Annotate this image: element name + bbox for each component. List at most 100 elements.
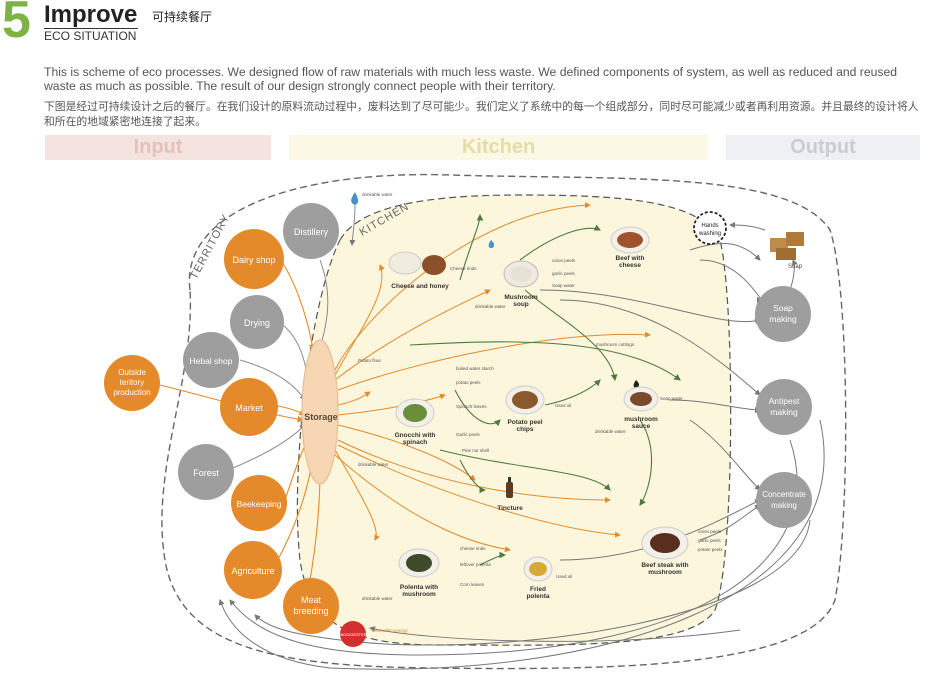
dish-fried-polenta: Fried polenta <box>523 556 553 600</box>
dish-fried-polenta-label-1: Fried <box>530 586 546 593</box>
ingredient-label: Used oil <box>555 403 571 408</box>
dish-beef-steak: Beef steak with mushroom <box>641 526 689 576</box>
water-drop-icon <box>351 192 358 205</box>
renewable-energy-label: renewable energy <box>372 628 409 633</box>
dish-beef-steak-label-1: Beef steak with <box>641 562 688 569</box>
ingredient-label: Garlic peels <box>456 432 481 437</box>
beekeeping-node <box>231 475 287 531</box>
ingredient-label: onion peels <box>698 529 722 534</box>
ingredient-label: boiled water starch <box>456 366 494 371</box>
hands-washing-node <box>693 211 727 245</box>
ingredient-label: garlic peels <box>698 538 722 543</box>
soap-making-label-2: making <box>769 314 797 324</box>
intro-text-cn: 下图是经过可持续设计之后的餐厅。在我们设计的原料流动过程中，废料达到了尽可能少。… <box>44 100 919 128</box>
dish-polenta-label-1: Polenta with <box>400 584 438 591</box>
ingredient-label: Potato flour <box>358 358 382 363</box>
ingredient-label: drinkable water <box>475 304 506 309</box>
forest-node <box>178 444 234 500</box>
dish-mushroom-sauce-label-1: mushroom <box>624 416 658 423</box>
ingredient-label: potato peels <box>456 380 481 385</box>
dish-tincture: Tincture <box>497 477 523 512</box>
water-drop-icon <box>633 380 639 389</box>
concentrate-making-node <box>756 472 812 528</box>
dish-gnocchi: Gnocchi with spinach <box>395 398 436 446</box>
dish-gnocchi-label-2: spinach <box>403 439 428 446</box>
section-output-band: Output <box>726 135 920 160</box>
soap-label: Soap <box>788 264 803 270</box>
dish-beef-cheese: Beef with cheese <box>610 226 650 269</box>
market-label: Market <box>235 403 263 413</box>
drying-node <box>230 295 284 349</box>
dish-beef-steak-label-2: mushroom <box>648 569 682 576</box>
hands-washing-label-1: Hands <box>701 223 718 229</box>
antipest-making-label-1: Antipest <box>769 396 800 406</box>
market-node <box>220 378 278 436</box>
dish-gnocchi-label-1: Gnocchi with <box>395 432 436 439</box>
section-number: 5 <box>2 0 31 49</box>
storage-label: Storage <box>304 412 338 422</box>
outside-production-node <box>104 355 160 411</box>
concentrate-making-label-1: Concentrate <box>762 490 806 499</box>
soap-making-label-1: Soap <box>773 303 793 313</box>
distillery-node <box>283 203 339 259</box>
soap-bars-icon <box>770 232 804 260</box>
meat-breeding-node <box>283 578 339 634</box>
ingredient-label: Soap water <box>552 283 575 288</box>
dish-polenta: Polenta with mushroom <box>398 548 440 598</box>
dish-potato-chips-label-1: Potato peel <box>507 419 542 426</box>
soap-making-node <box>755 286 811 342</box>
ingredient-label: onion peels <box>552 258 576 263</box>
dairy-shop-label: Dairy shop <box>232 255 275 265</box>
storage-node <box>301 339 339 485</box>
meat-breeding-label-1: Meat <box>301 595 322 605</box>
ingredient-label: garlic peels <box>552 271 576 276</box>
ingredient-label: cheese rinds <box>460 546 486 551</box>
dish-beef-cheese-label-2: cheese <box>619 262 641 269</box>
page-title: Improve <box>44 1 138 28</box>
reuse-flows <box>409 213 681 566</box>
distillery-label: Distillery <box>294 227 329 237</box>
outside-production-label-2: teritory <box>120 378 144 387</box>
territory-boundary <box>161 173 847 670</box>
dish-mushroom-sauce: mushroom sauce <box>623 386 659 430</box>
section-input-band: Input <box>45 135 271 160</box>
ingredient-label: Used oil <box>556 574 572 579</box>
hands-washing-label-2: washing <box>698 231 721 237</box>
intro-text-en: This is scheme of eco processes. We desi… <box>44 65 898 93</box>
drying-label: Drying <box>244 318 270 328</box>
biodigester-label: BIODIGESTER <box>339 632 366 637</box>
dish-tincture-label: Tincture <box>497 505 523 512</box>
dairy-shop-node <box>224 229 284 289</box>
antipest-making-node <box>756 379 812 435</box>
ingredient-label: Spinach leaves <box>456 404 487 409</box>
page-title-cn: 可持续餐厅 <box>152 10 213 24</box>
dish-mushroom-soup-label-1: Mushroom <box>504 294 537 301</box>
antipest-making-label-2: making <box>770 407 798 417</box>
beekeeping-label: Beekeeping <box>237 499 282 509</box>
section-kitchen-band: Kitchen <box>289 135 708 160</box>
dish-beef-cheese-label-1: Beef with <box>616 255 645 262</box>
ingredient-label: Pine nut shell <box>462 448 489 453</box>
ingredient-label: drinkable water <box>358 462 389 467</box>
ingredient-label: Cheese rinds <box>450 266 477 271</box>
dish-mushroom-sauce-label-2: sauce <box>632 423 651 430</box>
page-subtitle: ECO SITUATION <box>44 29 137 43</box>
agriculture-node <box>224 541 282 599</box>
ingredient-label: drinkable water <box>595 429 626 434</box>
forest-label: Forest <box>193 468 219 478</box>
ingredient-label: Corn leaves <box>460 582 485 587</box>
agriculture-label: Agriculture <box>231 566 274 576</box>
outside-production-label-3: production <box>113 388 150 397</box>
dish-cheese-honey-label: Cheese and honey <box>391 283 449 290</box>
ingredient-label: mushroom cuttings <box>596 342 635 347</box>
ingredient-labels: drinkable water Cheese rinds onion peels… <box>358 192 723 601</box>
dish-potato-chips-label-2: chips <box>517 426 534 433</box>
herbal-shop-label: Hebal shop <box>189 356 232 366</box>
ingredient-label: Soap water <box>660 396 683 401</box>
ingredient-label: leftover polenta <box>460 562 491 567</box>
herbal-shop-node <box>183 332 239 388</box>
water-drop-icon <box>488 240 494 249</box>
dish-fried-polenta-label-2: polenta <box>526 593 549 600</box>
biodigester-node <box>340 621 366 647</box>
